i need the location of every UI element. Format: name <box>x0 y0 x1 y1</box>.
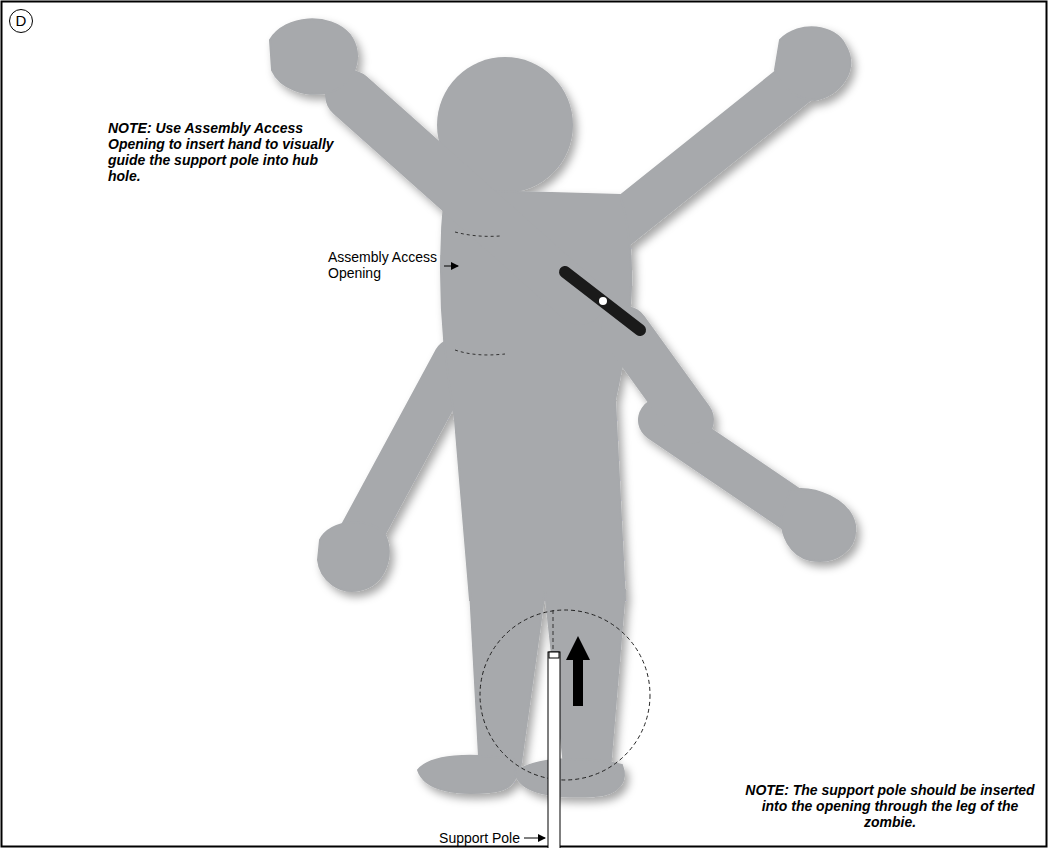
hub-hole <box>599 297 607 305</box>
leader-line <box>444 266 458 267</box>
opening-outline <box>455 350 505 355</box>
hub-bar <box>565 272 640 330</box>
note: NOTE: Use Assembly Access Opening to ins… <box>108 120 340 184</box>
direction-arrow <box>566 636 590 706</box>
zombie-silhouette <box>270 19 855 796</box>
support-pole <box>548 652 560 848</box>
detail-circle <box>480 610 650 780</box>
figure-letter: D <box>9 9 33 33</box>
opening-outline <box>455 232 500 236</box>
pole-tip <box>549 652 559 658</box>
leader-line <box>524 838 545 839</box>
note: NOTE: The support pole should be inserte… <box>745 782 1035 830</box>
part-label: Support Pole <box>424 830 520 846</box>
part-label: Assembly Access Opening <box>328 249 440 281</box>
